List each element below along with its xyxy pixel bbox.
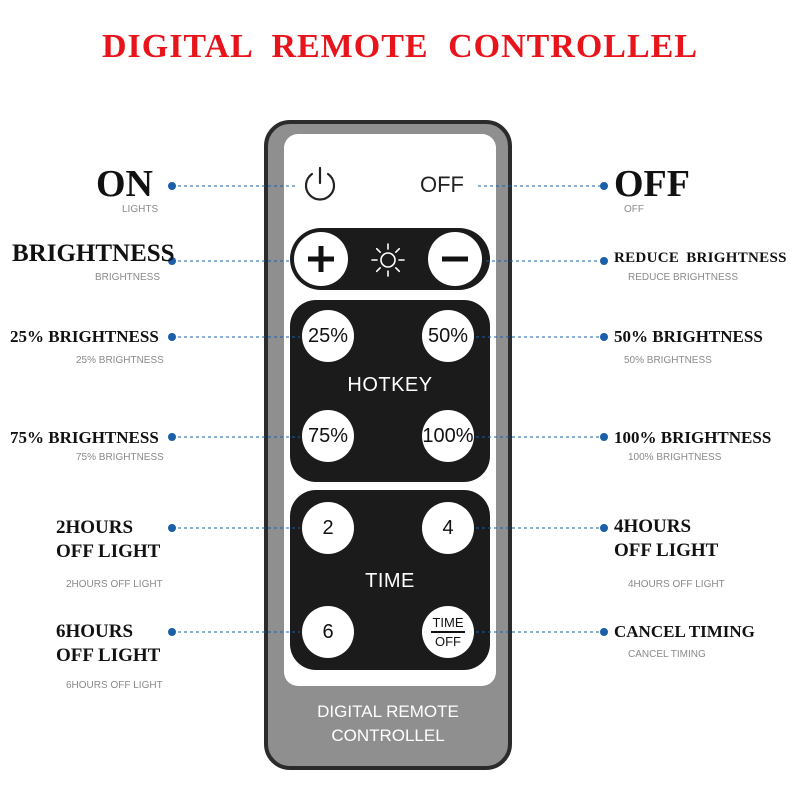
timer-2-button[interactable]: 2: [302, 502, 354, 554]
sun-icon: [371, 243, 405, 277]
label-4hours-sub: 4HOURS OFF LIGHT: [628, 579, 725, 590]
label-50-brightness: 50% BRIGHTNESS: [614, 327, 763, 346]
plus-icon: [308, 246, 334, 272]
label-2hours-sub: 2HOURS OFF LIGHT: [66, 579, 163, 590]
time-off-bottom: OFF: [435, 633, 461, 649]
label-6hours: 6HOURS OFF LIGHT: [56, 620, 160, 668]
label-4hours: 4HOURS OFF LIGHT: [614, 515, 718, 563]
label-2hours: 2HOURS OFF LIGHT: [56, 516, 160, 564]
label-6hours-line2: OFF LIGHT: [56, 645, 161, 666]
label-4hours-line1: 4HOURS: [614, 516, 692, 537]
label-brightness: BRIGHTNESS: [12, 240, 175, 267]
power-icon[interactable]: [301, 165, 339, 203]
footer-line-1: DIGITAL REMOTE: [317, 702, 459, 721]
plus-button[interactable]: [294, 232, 348, 286]
page-title: DIGITAL REMOTE CONTROLLEL: [101, 28, 699, 65]
brightness-75-button[interactable]: 75%: [302, 410, 354, 462]
label-reduce-brightness-sub: REDUCE BRIGHTNESS: [628, 272, 739, 283]
label-25-brightness-sub: 25% BRIGHTNESS: [76, 355, 164, 366]
label-2hours-line1: 2HOURS: [56, 517, 134, 538]
label-brightness-sub: BRIGHTNESS: [95, 272, 161, 283]
label-on-sub: LIGHTS: [122, 204, 159, 215]
label-6hours-sub: 6HOURS OFF LIGHT: [66, 680, 163, 691]
label-off-sub: OFF: [624, 204, 644, 215]
time-off-top: TIME: [432, 615, 464, 631]
brightness-50-button[interactable]: 50%: [422, 310, 474, 362]
label-75-brightness: 75% BRIGHTNESS: [10, 428, 159, 447]
label-75-brightness-sub: 75% BRIGHTNESS: [76, 452, 164, 463]
minus-button[interactable]: [428, 232, 482, 286]
label-on: ON: [96, 163, 153, 205]
label-6hours-line1: 6HOURS: [56, 621, 134, 642]
label-2hours-line2: OFF LIGHT: [56, 541, 161, 562]
brightness-25-button[interactable]: 25%: [302, 310, 354, 362]
label-4hours-line2: OFF LIGHT: [614, 540, 719, 561]
label-100-brightness: 100% BRIGHTNESS: [614, 428, 772, 447]
brightness-100-button[interactable]: 100%: [422, 410, 474, 462]
time-off-divider: [431, 631, 465, 633]
label-reduce-brightness: REDUCE BRIGHTNESS: [614, 250, 787, 266]
off-button[interactable]: OFF: [420, 172, 464, 197]
timer-6-button[interactable]: 6: [302, 606, 354, 658]
cancel-timing-button[interactable]: TIME OFF: [422, 606, 474, 658]
label-100-brightness-sub: 100% BRIGHTNESS: [628, 452, 722, 463]
timer-4-button[interactable]: 4: [422, 502, 474, 554]
time-label: TIME: [365, 570, 415, 592]
label-cancel-timing-sub: CANCEL TIMING: [628, 649, 706, 660]
remote-footer: DIGITAL REMOTE CONTROLLEL: [264, 700, 512, 748]
label-cancel-timing: CANCEL TIMING: [614, 622, 755, 641]
label-off: OFF: [614, 163, 690, 205]
label-25-brightness: 25% BRIGHTNESS: [10, 327, 159, 346]
label-50-brightness-sub: 50% BRIGHTNESS: [624, 355, 712, 366]
hotkey-label: HOTKEY: [347, 374, 433, 396]
minus-icon: [442, 256, 468, 262]
footer-line-2: CONTROLLEL: [331, 726, 445, 745]
